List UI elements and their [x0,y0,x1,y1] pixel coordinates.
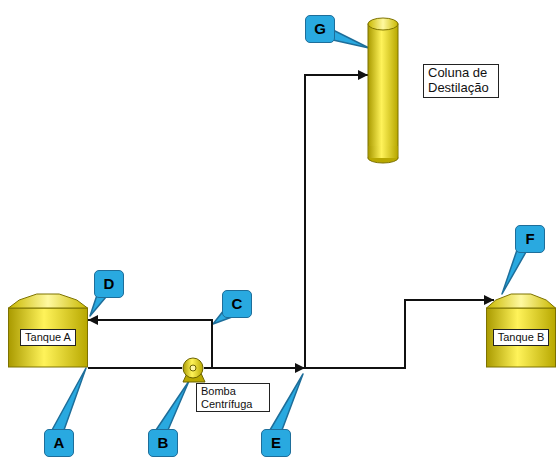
callout-letter: G [305,15,335,43]
label-box: Coluna de Destilação [423,64,499,98]
callout-pointer [502,247,526,294]
storage-tank: Tanque B [486,292,556,370]
callout-letter: A [44,429,74,457]
label-box: Bomba Centrífuga [196,383,270,412]
node-label: Coluna de Destilação [428,66,494,96]
label-box: Tanque B [493,329,549,346]
distillation-column: Coluna de Destilação [366,16,506,166]
pipe-line [88,367,182,369]
centrifugal-pump: Bomba Centrífuga [180,356,272,416]
callout-pointer [52,368,86,430]
node-label: Tanque A [25,331,71,344]
callout-letter: B [148,429,178,457]
callout-pointer [333,30,369,48]
label-box: Tanque A [20,329,76,346]
callout-letter: D [94,270,124,298]
callout-letter: E [261,429,291,457]
node-label: Tanque B [498,331,544,344]
callout-letter: F [515,225,545,253]
node-label: Bomba Centrífuga [201,385,265,410]
pipe-line [204,75,368,368]
callout-letter: C [222,290,252,318]
callout-pointer [156,381,189,430]
storage-tank: Tanque A [8,292,88,370]
callout-pointer [270,374,303,430]
